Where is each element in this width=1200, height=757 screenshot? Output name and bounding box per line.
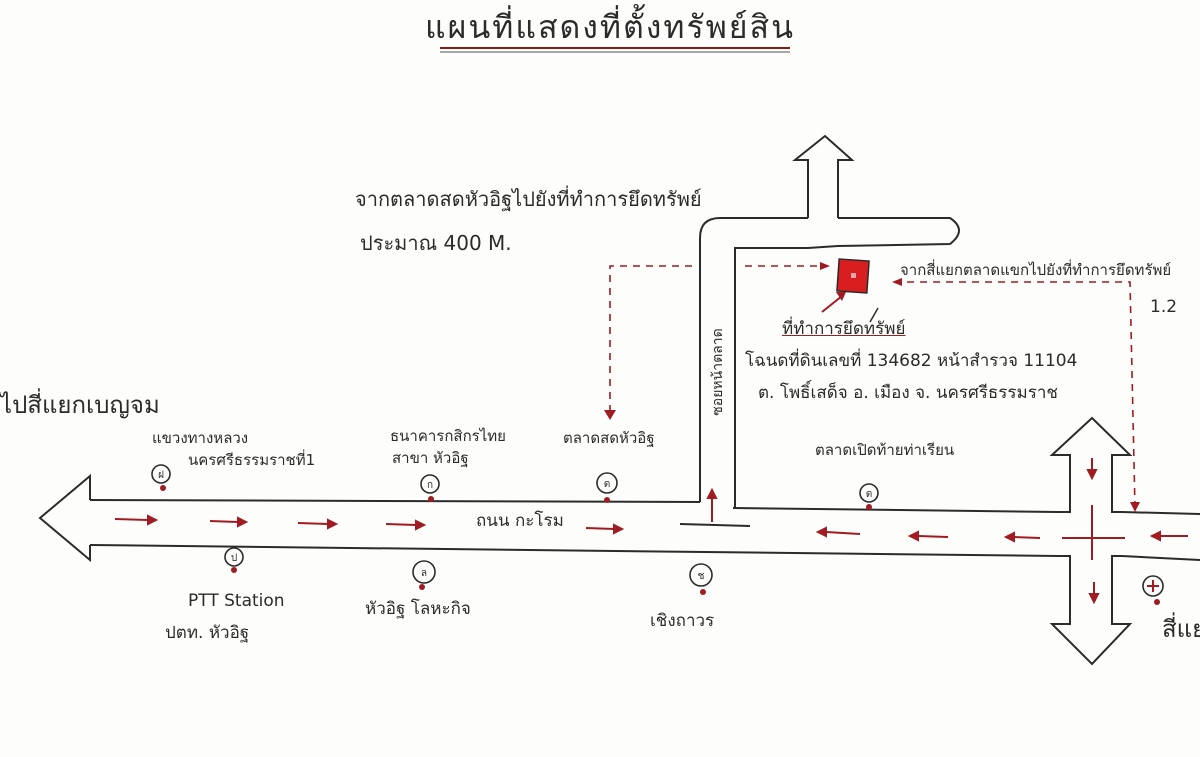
svg-text:ล: ล [421,568,427,579]
main-road [38,473,1200,563]
junction-cross [1062,505,1125,560]
svg-text:ก: ก [427,480,433,491]
place-ptt-line2: ปตท. หัวอิฐ [165,623,250,643]
left-direction-label: ไปสี่แยกเบญจม [0,391,160,419]
svg-text:ต: ต [604,479,611,490]
svg-text:ต: ต [866,489,873,500]
route-note-line2: ประมาณ 400 M. [360,231,512,255]
svg-text:ป: ป [231,553,237,564]
place-highway-line2: นครศรีธรรมราชที่1 [188,451,316,469]
svg-text:ฝ: ฝ [158,470,164,481]
pin-kasikorn-bank: ก [420,474,440,502]
place-choeng-thaworn: เชิงถาวร [650,611,715,631]
junction-note: จากสี่แยกตลาดแขกไปยังที่ทำการยึดทรัพย์ [900,261,1172,279]
svg-text:ช: ช [698,571,705,582]
office-label: ที่ทำการยึดทรัพย์ [782,319,906,339]
pin-choeng-thaworn: ช [689,563,713,595]
map-title: แผนที่แสดงที่ตั้งทรัพย์สิน [425,8,795,46]
dashed-route-market [609,265,824,412]
cross-road [1049,416,1133,666]
pin-hospital [1142,575,1164,605]
traffic-arrows-vertical [706,458,1100,605]
pin-fresh-market: ต [596,472,618,503]
pin-metal-shop: ล [412,560,436,590]
traffic-arrows-east [114,514,625,535]
route-note-line1: จากตลาดสดหัวอิฐไปยังที่ทำการยึดทรัพย์ [355,187,702,211]
right-direction-label: สี่แยก [1162,615,1200,643]
place-bank-line2: สาขา หัวอิฐ [392,449,469,467]
traffic-arrows-west [815,526,1188,543]
place-metal-shop: หัวอิฐ โลหะกิจ [365,599,471,619]
side-road [699,134,960,508]
dashed-route-junction [900,281,1136,509]
property-pointer [821,295,843,313]
junction-distance: 1.2 [1150,297,1178,317]
side-road-label: ซอยหน้าตลาด [710,328,726,415]
place-ptt-line1: PTT Station [188,591,285,611]
place-fresh-market: ตลาดสดหัวอิฐ [563,429,655,447]
place-night-market: ตลาดเปิดท้ายท่าเรียน [815,441,955,459]
place-bank-line1: ธนาคารกสิกรไทย [390,427,506,445]
office-deed: โฉนดที่ดินเลขที่ 134682 หน้าสำรวจ 11104 [745,351,1078,371]
main-road-label: ถนน กะโรม [476,511,564,531]
place-highway-line1: แขวงทางหลวง [152,429,249,447]
pin-ptt-station: ป [224,547,244,573]
pin-highway-office: ฝ [151,464,171,491]
office-address: ต. โพธิ์เสด็จ อ. เมือง จ. นครศรีธรรมราช [758,383,1058,403]
pin-night-market: ต [859,483,879,510]
